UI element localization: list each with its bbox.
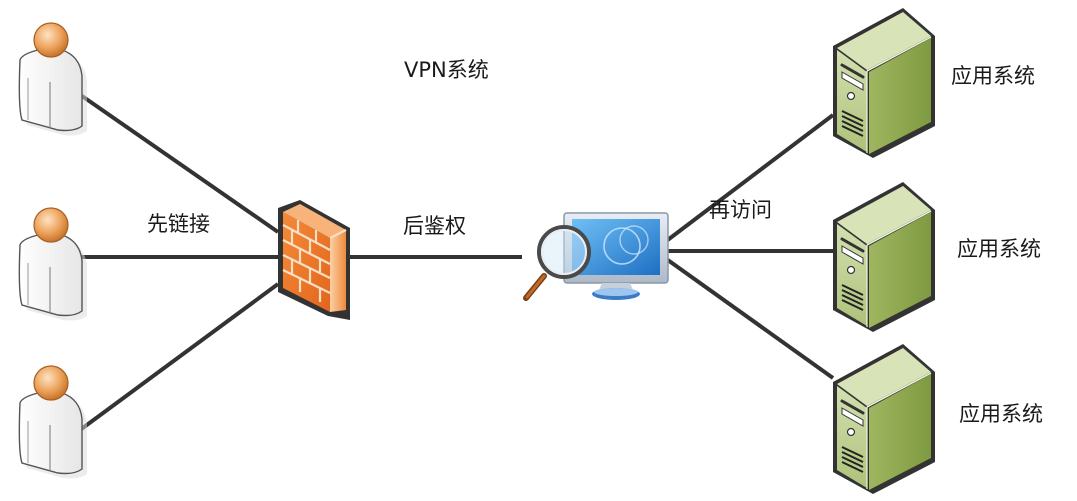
connections [76, 94, 835, 432]
user-icon [18, 207, 87, 321]
firewall-icon [278, 200, 350, 320]
user-icon [18, 365, 87, 479]
diagram-title: VPN系统 [404, 58, 489, 82]
app-label-2: 应用系统 [957, 237, 1041, 261]
server-icon [833, 8, 935, 158]
edge-user-1-firewall [80, 94, 280, 234]
edge-label-authenticate: 后鉴权 [403, 214, 466, 238]
app-label-1: 应用系统 [951, 64, 1035, 88]
user-icon [18, 22, 87, 136]
edge-auth-app-3 [663, 256, 835, 380]
edge-user-3-firewall [78, 282, 280, 432]
edge-label-connect: 先链接 [147, 212, 210, 236]
app-label-3: 应用系统 [959, 402, 1043, 426]
auth-monitor-icon [523, 212, 669, 301]
server-icon [833, 182, 935, 332]
edge-auth-app-1 [663, 113, 835, 244]
server-icon [833, 344, 935, 494]
edge-label-access: 再访问 [709, 198, 772, 222]
